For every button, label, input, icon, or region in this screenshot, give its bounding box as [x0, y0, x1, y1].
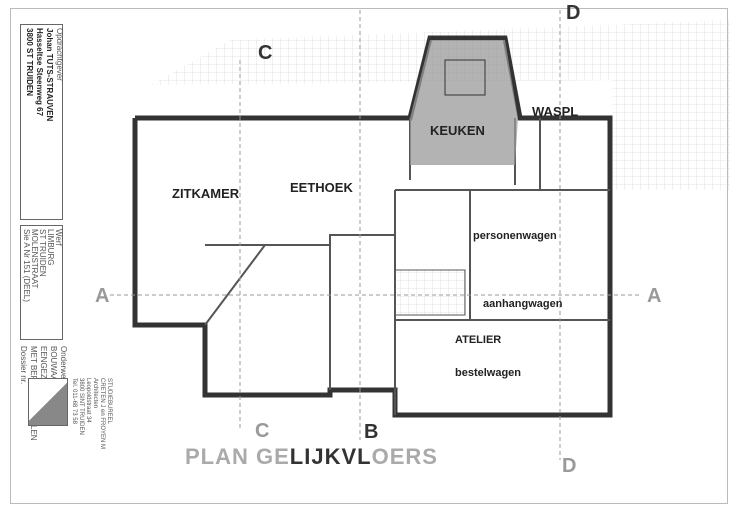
section-c-top: C [258, 42, 273, 64]
room-eethoek: EETHOEK [290, 180, 353, 195]
section-a-left: A [95, 285, 110, 307]
office-line: Architecten [92, 378, 98, 409]
site-box [20, 225, 63, 340]
inner-walls [204, 118, 610, 415]
office-line: STUDIEBUREEL [106, 378, 112, 425]
plan-title-part: OERS [371, 444, 438, 469]
client-name: Johan TUTS-STRAUVEN [45, 28, 54, 122]
section-d-bottom: D [562, 455, 577, 477]
walls [132, 35, 613, 418]
dining-table [444, 59, 486, 96]
room-zitkamer: ZITKAMER [172, 186, 240, 201]
section-b: B [364, 421, 379, 443]
client-block: Opdrachtgever Johan TUTS-STRAUVEN Hassel… [24, 28, 64, 218]
label-aanhangwagen: aanhangwagen [483, 298, 563, 310]
subject-heading: Onderwerp [59, 346, 68, 386]
office-line: Tel. 011-68 73 58 [71, 378, 77, 424]
section-a-right: A [647, 285, 662, 307]
plan-title-part: PLAN GE [185, 444, 290, 469]
site-cadastre: Sie A Nr 151 (DEEL) [22, 229, 31, 302]
section-c-bottom: C [255, 420, 270, 442]
site-town: ST TRUIDEN [38, 229, 47, 277]
client-street: Hasseltse Steenweg 67 [35, 28, 44, 117]
client-heading: Opdrachtgever [55, 28, 64, 81]
site-province: LIMBURG [46, 229, 55, 266]
client-box [20, 24, 63, 220]
room-waspl: WASPL [532, 104, 579, 119]
plan-title-part: KVL [324, 444, 372, 469]
site-block: Werf LIMBURG ST TRUIDEN MOLENSTRAAT Sie … [22, 229, 63, 339]
label-bestelwagen: bestelwagen [455, 367, 522, 379]
office-line: Leopoldstraat 34 [85, 378, 91, 423]
site-grid [150, 20, 730, 190]
kitchen-fill [410, 40, 518, 165]
dossier-label: Dossier nr. [19, 346, 28, 385]
room-keuken: KEUKEN [430, 123, 485, 138]
site-heading: Werf [54, 229, 63, 246]
plan-title-part: LIJ [289, 444, 325, 469]
stair [394, 269, 466, 316]
section-lines [110, 10, 640, 460]
office-line: 3800 SINT TRUIDEN [78, 378, 84, 435]
office-logo [28, 378, 68, 426]
label-personenwagen: personenwagen [473, 230, 557, 242]
site-street: MOLENSTRAAT [30, 229, 39, 289]
room-atelier: ATELIER [455, 334, 502, 346]
plan-title: PLAN GELIJKVLOERS [185, 444, 438, 470]
office-block: STUDIEBUREEL CRETEN J en FROYEN M Archit… [70, 378, 112, 498]
drawing-frame [10, 8, 728, 504]
section-d-top: D [566, 2, 581, 24]
office-line: CRETEN J en FROYEN M [99, 378, 105, 450]
client-city: 3800 ST TRUIDEN [25, 28, 34, 97]
